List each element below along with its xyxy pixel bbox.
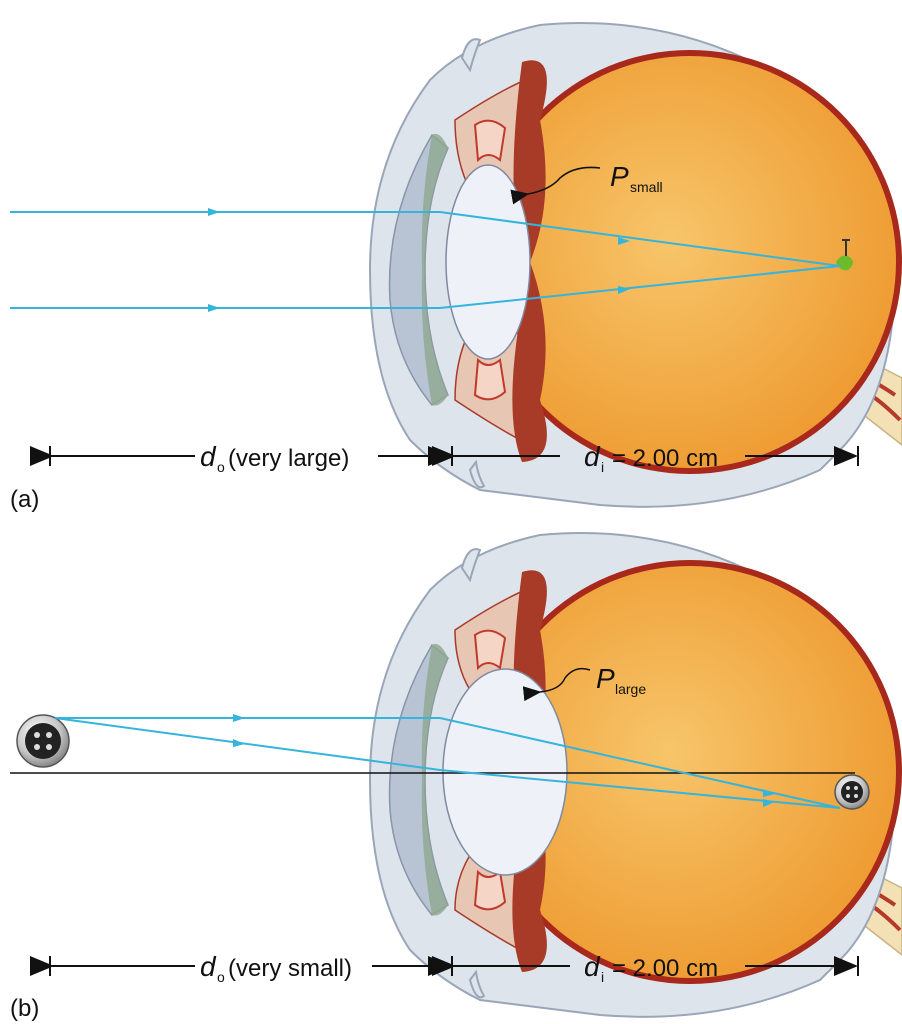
do-text-a: (very large) — [228, 445, 349, 472]
power-subscript-b: large — [615, 681, 646, 697]
lens-relaxed — [446, 165, 530, 359]
object-ball — [17, 715, 69, 767]
power-symbol-a: P — [610, 161, 629, 192]
panel-label-a: (a) — [10, 486, 39, 513]
do-subscript-b: o — [217, 969, 225, 985]
di-symbol-b: d — [584, 951, 601, 982]
panel-label-b: (b) — [10, 995, 39, 1022]
power-symbol-b: P — [596, 663, 615, 694]
power-subscript-a: small — [630, 179, 663, 195]
di-subscript-b: i — [601, 969, 604, 985]
do-subscript-a: o — [217, 459, 225, 475]
do-symbol-b: d — [200, 951, 217, 982]
di-text-b: = 2.00 cm — [612, 955, 718, 982]
image-ball — [835, 775, 869, 809]
panel-a-eye — [370, 23, 902, 507]
panel-b-eye — [370, 533, 902, 1017]
di-symbol-a: d — [584, 441, 601, 472]
di-subscript-a: i — [601, 459, 604, 475]
di-text-a: = 2.00 cm — [612, 445, 718, 472]
do-text-b: (very small) — [228, 955, 352, 982]
do-symbol-a: d — [200, 441, 217, 472]
